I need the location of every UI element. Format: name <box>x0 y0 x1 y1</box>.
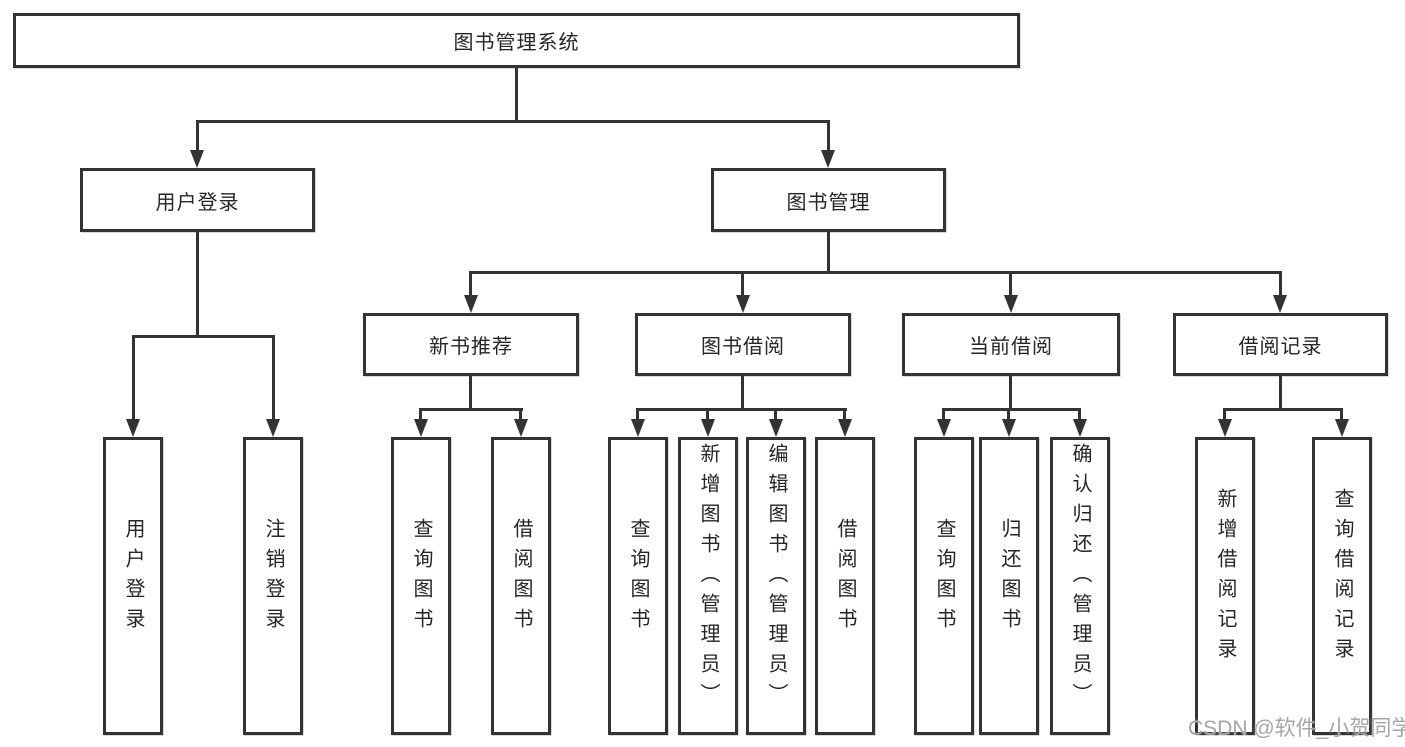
connector-line <box>132 335 275 338</box>
leaf-label: 借阅图书 <box>834 518 856 638</box>
connector-line <box>1279 271 1282 295</box>
connector-line <box>469 271 1282 274</box>
arrow-down-icon <box>701 419 715 437</box>
node-book-management: 图书管理 <box>711 168 946 232</box>
node-book-borrowing: 图书借阅 <box>635 313 851 376</box>
connector-line <box>419 408 422 419</box>
connector-line <box>469 376 472 408</box>
connector-line <box>196 120 199 150</box>
leaf-label: 新增图书（管理员） <box>697 443 719 713</box>
arrow-down-icon <box>1004 295 1018 313</box>
arrow-down-icon <box>414 419 428 437</box>
node-borrowing-records: 借阅记录 <box>1173 313 1388 376</box>
leaf-label: 查询图书 <box>933 518 955 638</box>
connector-line <box>827 120 830 150</box>
connector-line <box>515 68 518 120</box>
arrow-down-icon <box>1002 419 1016 437</box>
leaf-label: 查询图书 <box>627 518 649 638</box>
leaf-label: 归还图书 <box>998 518 1020 638</box>
leaf-label: 确认归还（管理员） <box>1069 443 1091 713</box>
arrow-down-icon <box>266 419 280 437</box>
leaf-query-books-current: 查询图书 <box>914 437 974 735</box>
arrow-down-icon <box>736 295 750 313</box>
connector-line <box>419 408 523 411</box>
leaf-label: 借阅图书 <box>510 518 532 638</box>
connector-line <box>132 335 135 419</box>
arrow-down-icon <box>821 150 835 168</box>
arrow-down-icon <box>937 419 951 437</box>
connector-line <box>741 271 744 295</box>
arrow-down-icon <box>769 419 783 437</box>
connector-line <box>636 408 847 411</box>
leaf-user-login: 用户登录 <box>103 437 163 735</box>
leaf-add-books-admin: 新增图书（管理员） <box>678 437 738 735</box>
connector-line <box>706 408 709 419</box>
connector-line <box>774 408 777 419</box>
arrow-down-icon <box>1273 295 1287 313</box>
arrow-down-icon <box>1218 419 1232 437</box>
leaf-label: 新增借阅记录 <box>1214 488 1236 668</box>
connector-line <box>1223 408 1343 411</box>
connector-line <box>469 271 472 295</box>
leaf-query-books-borrowing: 查询图书 <box>608 437 668 735</box>
leaf-borrow-books-borrowing: 借阅图书 <box>815 437 875 735</box>
node-library-management-system: 图书管理系统 <box>13 13 1020 68</box>
arrow-down-icon <box>838 419 852 437</box>
leaf-borrow-books-recommend: 借阅图书 <box>491 437 551 735</box>
connector-line <box>196 232 199 335</box>
arrow-down-icon <box>1335 419 1349 437</box>
connector-line <box>1340 408 1343 419</box>
connector-line <box>1078 408 1081 419</box>
connector-line <box>843 408 846 419</box>
leaf-add-borrow-record: 新增借阅记录 <box>1195 437 1255 735</box>
leaf-label: 查询图书 <box>410 518 432 638</box>
connector-line <box>1007 408 1010 419</box>
leaf-logout: 注销登录 <box>243 437 303 735</box>
leaf-edit-books-admin: 编辑图书（管理员） <box>746 437 806 735</box>
connector-line <box>827 232 830 271</box>
leaf-return-books: 归还图书 <box>979 437 1039 735</box>
leaf-label: 注销登录 <box>262 518 284 638</box>
connector-line <box>942 408 945 419</box>
watermark-text: CSDN @软件_小贺同学 <box>1188 717 1405 740</box>
node-user-login: 用户登录 <box>80 168 315 232</box>
arrow-down-icon <box>514 419 528 437</box>
arrow-down-icon <box>631 419 645 437</box>
leaf-label: 查询借阅记录 <box>1331 488 1353 668</box>
leaf-label: 编辑图书（管理员） <box>765 443 787 713</box>
leaf-query-books-recommend: 查询图书 <box>391 437 451 735</box>
connector-line <box>1009 376 1012 408</box>
arrow-down-icon <box>1073 419 1087 437</box>
connector-line <box>196 120 830 123</box>
connector-line <box>272 335 275 419</box>
connector-line <box>1009 271 1012 295</box>
connector-line <box>741 376 744 408</box>
arrow-down-icon <box>126 419 140 437</box>
connector-line <box>1223 408 1226 419</box>
leaf-query-borrow-record: 查询借阅记录 <box>1312 437 1372 735</box>
connector-line <box>636 408 639 419</box>
connector-line <box>519 408 522 419</box>
connector-line <box>942 408 1081 411</box>
arrow-down-icon <box>190 150 204 168</box>
node-new-book-recommendation: 新书推荐 <box>363 313 579 376</box>
leaf-label: 用户登录 <box>122 518 144 638</box>
leaf-confirm-return-admin: 确认归还（管理员） <box>1050 437 1110 735</box>
arrow-down-icon <box>464 295 478 313</box>
connector-line <box>1279 376 1282 408</box>
node-current-borrowing: 当前借阅 <box>902 313 1120 376</box>
